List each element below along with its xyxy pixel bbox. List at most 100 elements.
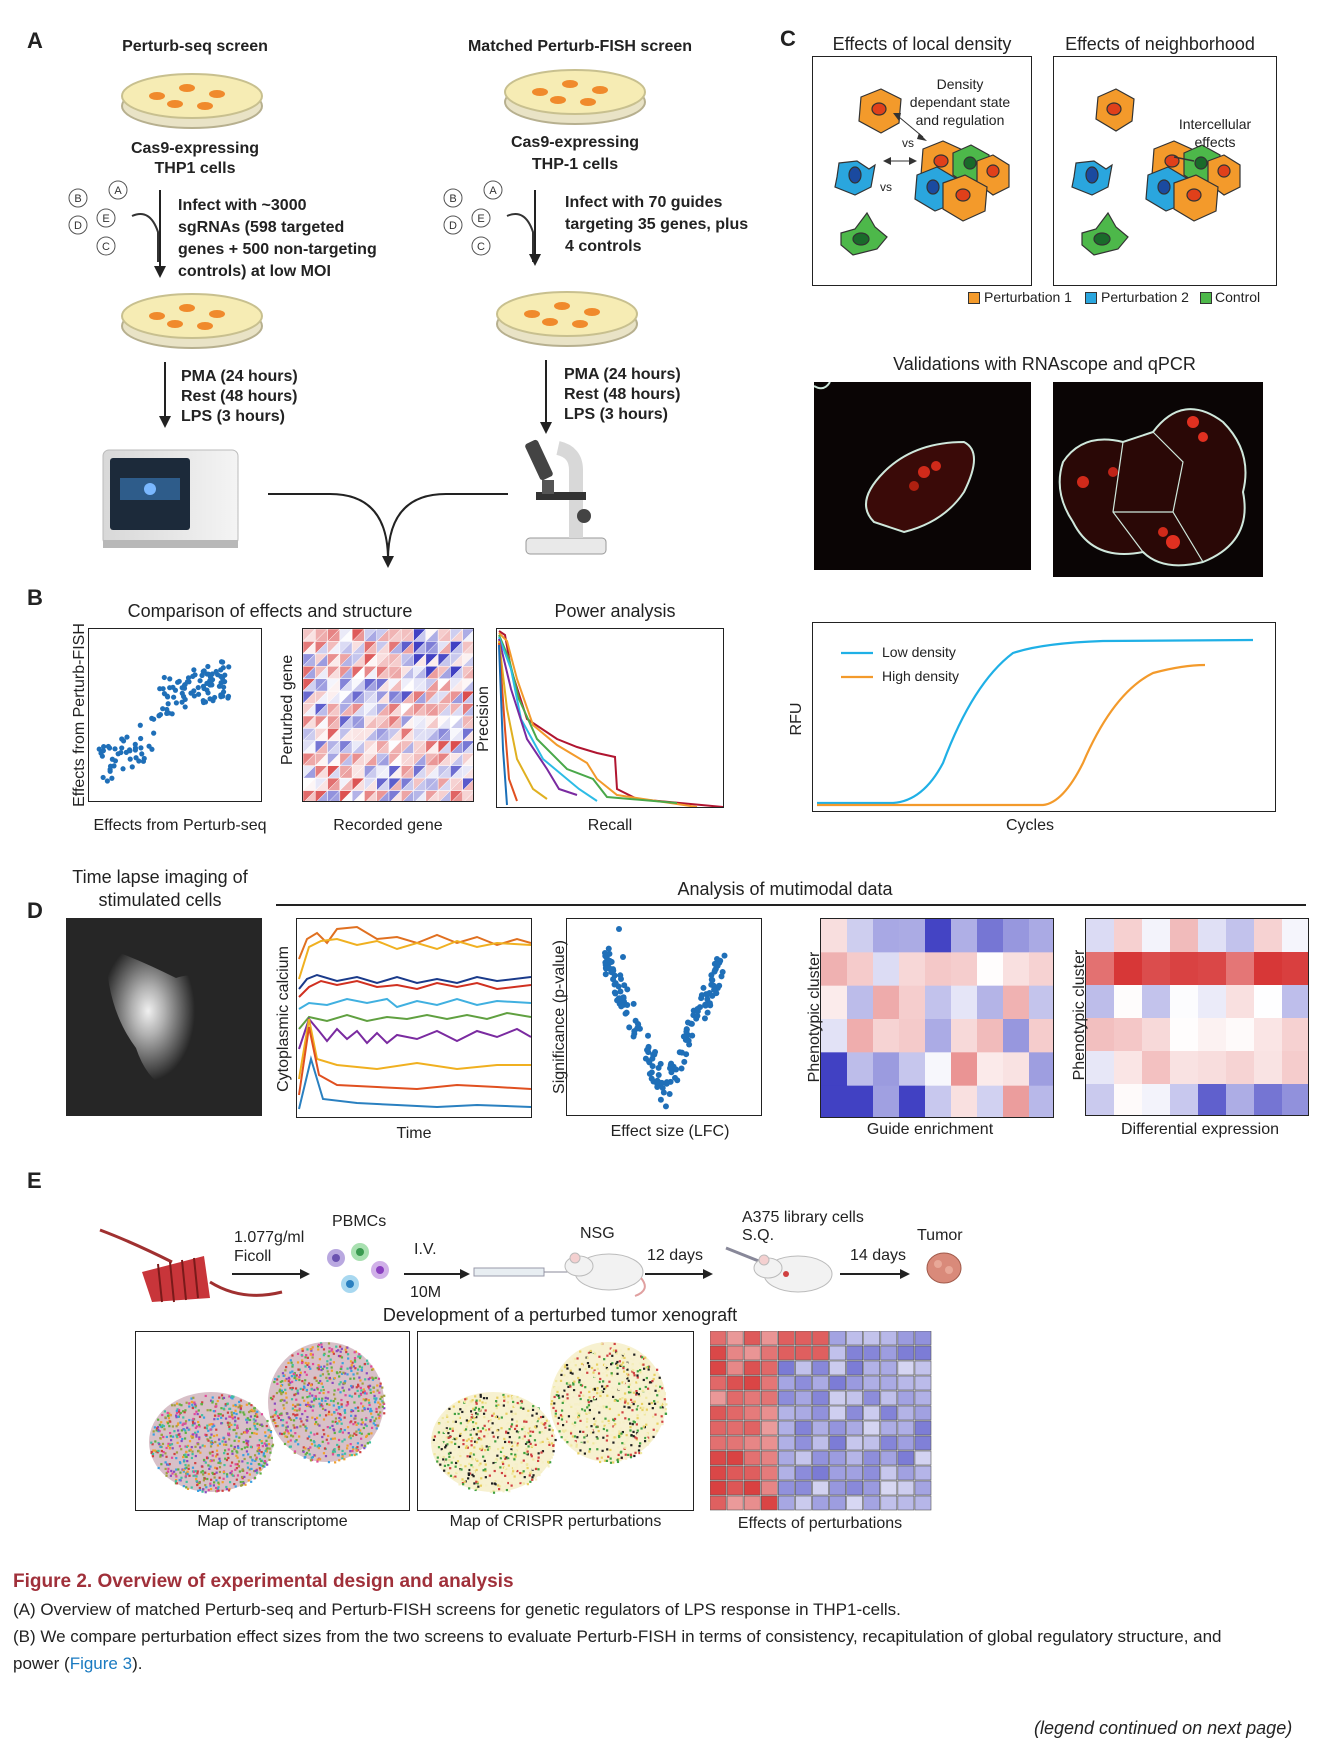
tissue-dot: [629, 1389, 632, 1392]
tissue-dot: [503, 1395, 506, 1398]
volcano-point: [719, 968, 726, 975]
guide-xlabel: Guide enrichment: [866, 1121, 994, 1138]
tissue-dot: [506, 1457, 509, 1460]
tissue-dot: [188, 1449, 191, 1452]
tissue-dot: [660, 1382, 663, 1385]
tissue-dot: [383, 1394, 386, 1397]
tissue-dot: [445, 1429, 449, 1432]
tissue-dot: [539, 1458, 542, 1461]
scatter-point: [164, 693, 170, 699]
calcium-ylabel: Cytoplasmic calcium: [275, 946, 292, 1092]
tissue-dot: [349, 1450, 352, 1453]
tissue-dot: [566, 1415, 569, 1419]
tissue-dot: [471, 1421, 475, 1424]
tissue-dot: [633, 1421, 636, 1424]
tissue-dot: [516, 1395, 519, 1399]
tissue-dot: [578, 1394, 581, 1397]
tissue-dot: [614, 1351, 618, 1354]
tissue-dot: [253, 1432, 256, 1435]
tissue-dot: [503, 1437, 506, 1441]
tissue-dot: [183, 1454, 186, 1457]
tissue-dot: [619, 1388, 623, 1391]
effects-cell: [897, 1495, 915, 1511]
tissue-dot: [353, 1359, 357, 1362]
tissue-dot: [522, 1426, 525, 1429]
tissue-dot: [529, 1434, 532, 1437]
tissue-dot: [287, 1383, 290, 1386]
tissue-dot: [336, 1402, 340, 1405]
tissue-dot: [224, 1440, 227, 1443]
effects-cell: [863, 1480, 881, 1496]
tissue-dot: [629, 1394, 633, 1397]
effects-cell: [863, 1330, 881, 1346]
tissue-dot: [578, 1368, 581, 1371]
tissue-dot: [213, 1424, 216, 1427]
tissue-dot: [330, 1349, 333, 1352]
tissue-dot: [233, 1483, 236, 1486]
tissue-dot: [175, 1457, 178, 1460]
effects-cell: [812, 1420, 829, 1436]
tissue-dot: [296, 1361, 300, 1364]
effects-cell: [778, 1420, 795, 1436]
tissue-dot: [182, 1455, 185, 1459]
tissue-dot: [626, 1371, 630, 1374]
tissue-dot: [594, 1437, 597, 1440]
tissue-dot: [621, 1442, 624, 1445]
tissue-dot: [552, 1450, 555, 1453]
tissue-dot: [227, 1448, 230, 1451]
tissue-dot: [650, 1401, 653, 1405]
tissue-dot: [448, 1455, 451, 1458]
tissue-dot: [456, 1460, 460, 1463]
effects-cell: [726, 1375, 744, 1391]
tissue-dot: [569, 1385, 572, 1388]
tissue-dot: [308, 1453, 311, 1456]
heatmap-cell: [821, 1019, 848, 1053]
tissue-dot: [458, 1483, 461, 1486]
arrow-down-icon: [529, 190, 541, 266]
tissue-dot: [630, 1381, 633, 1384]
tissue-dot: [621, 1396, 624, 1400]
effects-cell: [778, 1480, 795, 1496]
effects-cell: [846, 1345, 863, 1361]
figure-3-link[interactable]: Figure 3: [69, 1654, 133, 1673]
tissue-dot: [497, 1448, 500, 1451]
tissue-dot: [471, 1416, 475, 1419]
scatter-point: [170, 684, 176, 690]
tissue-dot: [242, 1481, 245, 1484]
tissue-dot: [295, 1398, 298, 1401]
tissue-dot: [629, 1429, 632, 1432]
tissue-dot: [222, 1407, 225, 1410]
tissue-dot: [192, 1474, 195, 1477]
tissue-dot: [558, 1430, 561, 1433]
effects-cell: [829, 1465, 846, 1481]
left-treatment-line3: LPS (3 hours): [181, 408, 286, 425]
tissue-dot: [455, 1437, 458, 1440]
tissue-dot: [462, 1483, 465, 1486]
tissue-dot: [616, 1360, 619, 1364]
tissue-dot: [557, 1388, 561, 1391]
tissue-dot: [481, 1427, 485, 1430]
tissue-dot: [346, 1401, 349, 1404]
tissue-dot: [616, 1364, 619, 1367]
tissue-dot: [648, 1439, 651, 1442]
heatmap-cell: [1003, 952, 1030, 987]
tissue-dot: [203, 1445, 206, 1448]
tissue-dot: [633, 1454, 636, 1458]
tissue-dot: [309, 1431, 312, 1434]
scatter-point: [200, 683, 207, 689]
tissue-dot: [659, 1385, 662, 1388]
tissue-dot: [195, 1410, 198, 1413]
xenograft-title: Development of a perturbed tumor xenogra…: [382, 1305, 738, 1325]
tissue-dot: [202, 1458, 206, 1462]
tissue-dot: [321, 1385, 324, 1389]
comparison-title: Comparison of effects and structure: [127, 601, 413, 621]
tissue-dot: [581, 1408, 584, 1411]
tissue-dot: [626, 1368, 629, 1371]
tissue-dot: [294, 1392, 297, 1396]
effects-cell: [709, 1405, 727, 1421]
tissue-dot: [597, 1372, 601, 1375]
tissue-dot: [470, 1440, 473, 1443]
tissue-dot: [212, 1481, 216, 1484]
scatter-point: [218, 692, 224, 698]
guide-circles-icon: A B E D C: [68, 180, 159, 262]
